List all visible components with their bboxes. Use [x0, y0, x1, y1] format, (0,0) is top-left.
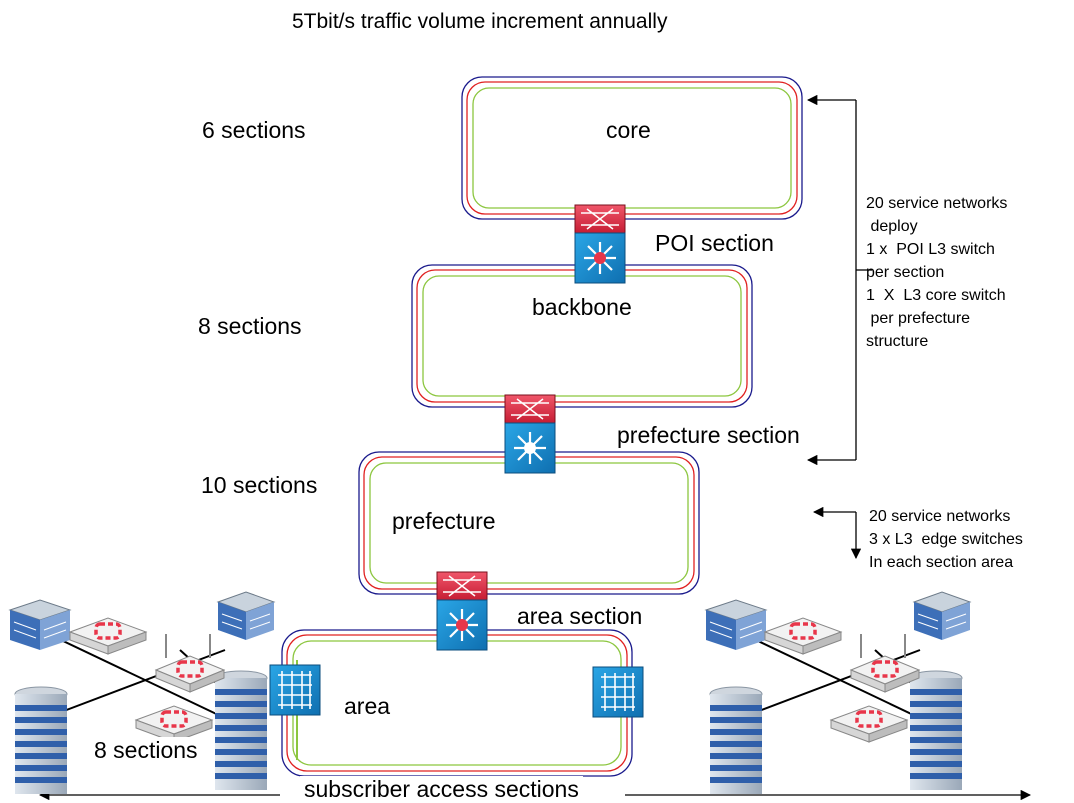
small-building-icon: [912, 591, 972, 640]
prefecture-switch-icon: [504, 394, 556, 474]
note-line: 20 service networks: [866, 195, 1008, 212]
tall-building-icon: [909, 670, 963, 790]
upper-service-note: 20 service networks deploy 1 x POI L3 sw…: [866, 192, 1007, 353]
tall-building-icon: [14, 686, 68, 794]
note-line: 1 X L3 core switch: [866, 287, 1006, 304]
left-subscriber-cluster: [8, 591, 276, 794]
poi-switch-icon: [574, 204, 626, 284]
note-line: per section: [866, 264, 945, 281]
area-ring-label: area: [344, 693, 391, 719]
subscriber-access-label: subscriber access sections: [300, 776, 583, 803]
area-ring: [281, 629, 633, 777]
backbone-ring: [411, 264, 753, 408]
upper-bracket-arrow: [806, 94, 872, 466]
core-section-count: 6 sections: [202, 117, 306, 143]
tall-building-icon: [214, 670, 268, 790]
tall-building-icon: [709, 686, 763, 794]
router-icon: [829, 705, 909, 743]
small-building-icon: [216, 591, 276, 640]
router-icon: [763, 617, 843, 655]
small-building-icon: [8, 599, 72, 650]
backbone-ring-label: backbone: [532, 294, 632, 320]
left-grid-switch-icon: [269, 664, 321, 716]
poi-section-label: POI section: [655, 230, 774, 256]
router-icon: [134, 705, 214, 743]
prefecture-section-label: prefecture section: [617, 422, 800, 448]
router-icon: [68, 617, 148, 655]
area-section-label: area section: [517, 603, 643, 629]
note-line: In each section area: [869, 554, 1014, 571]
area-switch-icon: [436, 571, 488, 651]
note-line: structure: [866, 333, 929, 350]
right-subscriber-cluster: [704, 591, 972, 794]
note-line: per prefecture: [866, 310, 971, 327]
note-line: 20 service networks: [869, 508, 1011, 525]
core-ring: [461, 76, 803, 220]
lower-service-note: 20 service networks 3 x L3 edge switches…: [869, 505, 1023, 574]
wireless-router-icon: [849, 634, 921, 693]
small-building-icon: [704, 599, 768, 650]
note-line: 1 x POI L3 switch: [866, 241, 995, 258]
core-ring-label: core: [606, 117, 651, 143]
note-line: deploy: [866, 218, 918, 235]
wireless-router-icon: [154, 634, 226, 693]
diagram-title: 5Tbit/s traffic volume increment annuall…: [292, 10, 668, 33]
area-section-count: 8 sections: [92, 737, 200, 764]
right-grid-switch-icon: [592, 666, 644, 718]
prefecture-section-count: 10 sections: [201, 472, 318, 498]
prefecture-ring-label: prefecture: [392, 508, 496, 534]
backbone-section-count: 8 sections: [198, 313, 302, 339]
lower-bracket-arrow: [812, 506, 862, 560]
note-line: 3 x L3 edge switches: [869, 531, 1023, 548]
